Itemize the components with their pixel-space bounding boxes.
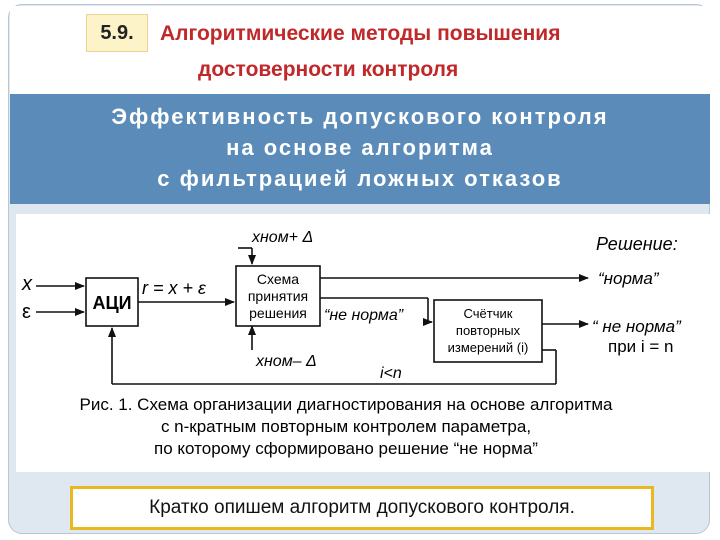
lower-limit-label: xном– Δ xyxy=(255,353,317,370)
caption-line2: с n-кратным повторным контролем параметр… xyxy=(161,417,531,436)
block-diagram: x ε АЦИ r = x + ε xном+ Δ xном– Δ Схема … xyxy=(21,229,682,458)
out-not-norm-label: “ не норма” xyxy=(592,317,682,336)
not-norm-mid-label: “не норма” xyxy=(324,307,404,324)
decision-block-line2: принятия xyxy=(248,288,308,304)
counter-block-line1: Счётчик xyxy=(464,306,513,321)
caption-line3: по которому сформировано решение “не нор… xyxy=(154,439,538,458)
loop-condition-label: i<n xyxy=(380,365,402,382)
decision-block-line3: решения xyxy=(249,305,307,321)
input-eps-label: ε xyxy=(22,301,31,323)
section-number-badge: 5.9. xyxy=(86,14,148,52)
counter-block-line3: измерений (i) xyxy=(448,340,529,355)
subtitle-line3: с фильтрацией ложных отказов xyxy=(157,166,563,191)
subtitle-line2: на основе алгоритма xyxy=(226,135,494,160)
decision-block xyxy=(235,265,321,327)
summary-box: Кратко опишем алгоритм допускового контр… xyxy=(70,486,654,530)
upper-limit-label: xном+ Δ xyxy=(251,229,313,246)
subtitle-band: Эффективность допускового контроля на ос… xyxy=(10,94,710,204)
adc-block-label: АЦИ xyxy=(92,293,131,313)
formula-r: r = x + ε xyxy=(142,278,207,298)
figure-area: x ε АЦИ r = x + ε xном+ Δ xном– Δ Схема … xyxy=(16,214,710,472)
subtitle-line1: Эффективность допускового контроля xyxy=(111,104,609,129)
input-x-label: x xyxy=(21,273,33,295)
decision-heading: Решение: xyxy=(596,234,678,254)
slide-title-line2: достоверности контроля xyxy=(198,58,459,81)
counter-block-line2: повторных xyxy=(456,323,521,338)
caption-line1: Рис. 1. Схема организации диагностирован… xyxy=(80,395,614,414)
counter-block xyxy=(433,299,543,363)
out-when-label: при i = n xyxy=(608,337,674,356)
decision-block-line1: Схема xyxy=(257,271,299,287)
out-norm-label: “норма” xyxy=(598,269,660,288)
slide-title-line1: Алгоритмические методы повышения xyxy=(160,22,561,45)
